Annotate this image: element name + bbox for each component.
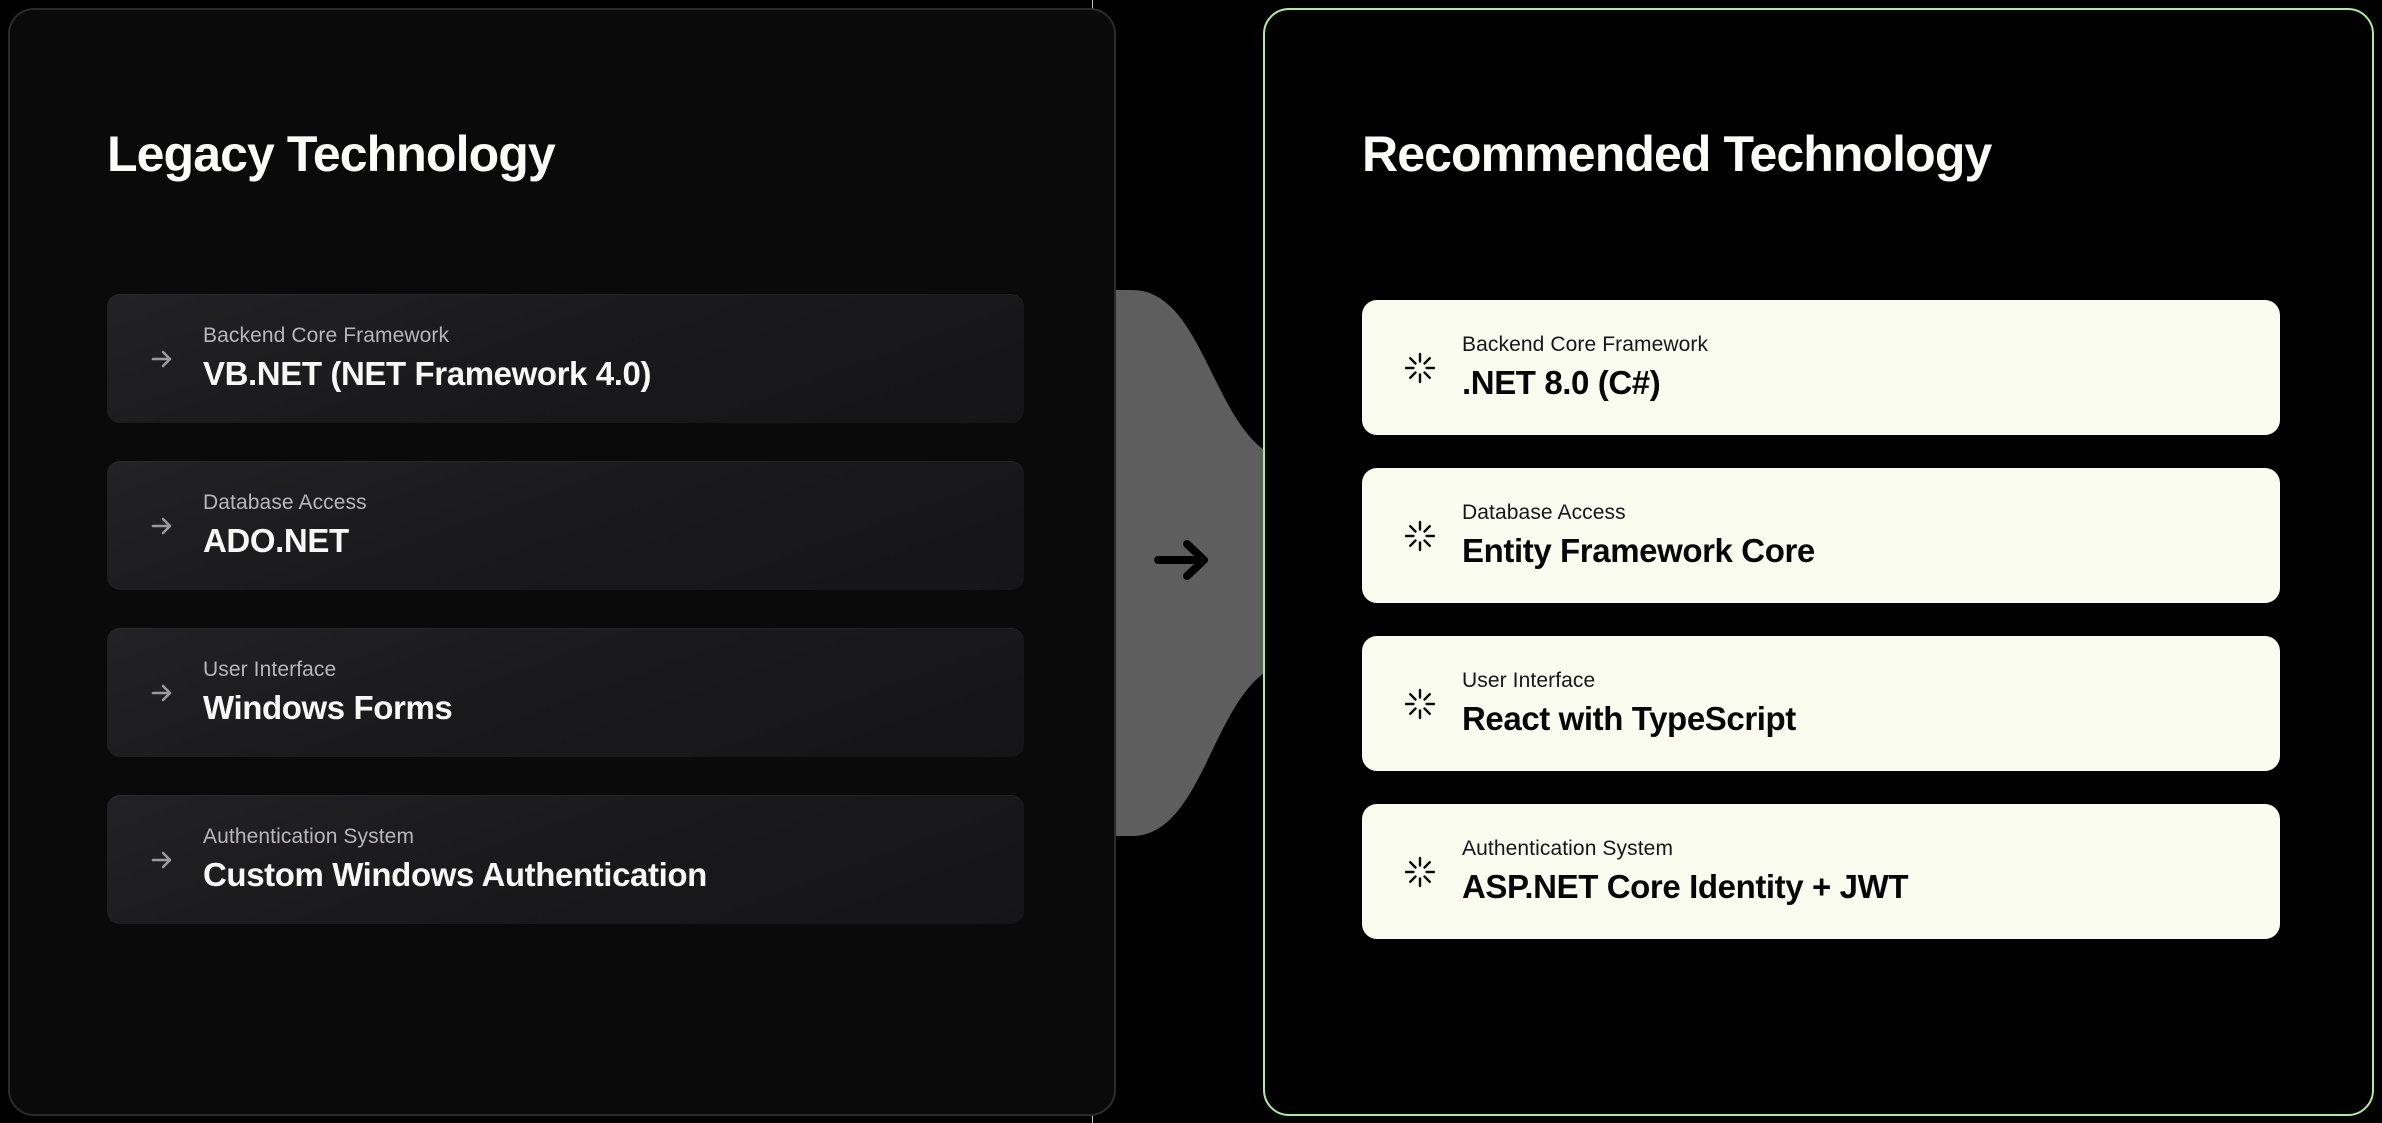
legacy-card[interactable]: Authentication System Custom Windows Aut… (107, 795, 1024, 924)
legacy-card-label: User Interface (203, 658, 337, 682)
recommended-card-value: Entity Framework Core (1462, 531, 1815, 569)
sparkle-burst-icon (1400, 852, 1440, 892)
legacy-card[interactable]: Backend Core Framework VB.NET (NET Frame… (107, 294, 1024, 423)
arrow-right-icon (143, 674, 181, 712)
recommended-card[interactable]: Backend Core Framework .NET 8.0 (C#) (1362, 300, 2280, 435)
arrow-right-icon (143, 507, 181, 545)
sparkle-burst-icon (1400, 684, 1440, 724)
recommended-card-value: .NET 8.0 (C#) (1462, 363, 1661, 401)
recommended-technology-panel: Recommended Technology (1263, 8, 2374, 1116)
recommended-card-label: Database Access (1462, 501, 1626, 525)
arrow-right-icon (143, 340, 181, 378)
sparkle-burst-icon (1400, 516, 1440, 556)
arrow-right-icon (143, 841, 181, 879)
legacy-card-value: ADO.NET (203, 521, 349, 559)
legacy-panel-title: Legacy Technology (107, 126, 556, 182)
legacy-card-value: Windows Forms (203, 688, 453, 726)
recommended-card-value: React with TypeScript (1462, 699, 1796, 737)
recommended-card-label: Authentication System (1462, 837, 1674, 861)
legacy-card-label: Backend Core Framework (203, 324, 450, 348)
legacy-card-list: Backend Core Framework VB.NET (NET Frame… (107, 294, 1024, 924)
legacy-card[interactable]: Database Access ADO.NET (107, 461, 1024, 590)
recommended-card-label: User Interface (1462, 669, 1596, 693)
legacy-card[interactable]: User Interface Windows Forms (107, 628, 1024, 757)
legacy-card-value: Custom Windows Authentication (203, 855, 707, 893)
recommended-card[interactable]: Database Access Entity Framework Core (1362, 468, 2280, 603)
recommended-card[interactable]: Authentication System ASP.NET Core Ident… (1362, 804, 2280, 939)
recommended-card-label: Backend Core Framework (1462, 333, 1709, 357)
recommended-card-value: ASP.NET Core Identity + JWT (1462, 867, 1909, 905)
connector-arrow-icon (1140, 525, 1230, 595)
recommended-card-list: Backend Core Framework .NET 8.0 (C#) (1362, 300, 2280, 939)
recommended-card[interactable]: User Interface React with TypeScript (1362, 636, 2280, 771)
legacy-card-label: Database Access (203, 491, 367, 515)
sparkle-burst-icon (1400, 348, 1440, 388)
legacy-card-value: VB.NET (NET Framework 4.0) (203, 354, 652, 392)
legacy-technology-panel: Legacy Technology Backend Core Framework… (8, 8, 1116, 1116)
legacy-card-label: Authentication System (203, 825, 415, 849)
recommended-panel-title: Recommended Technology (1362, 126, 1992, 182)
